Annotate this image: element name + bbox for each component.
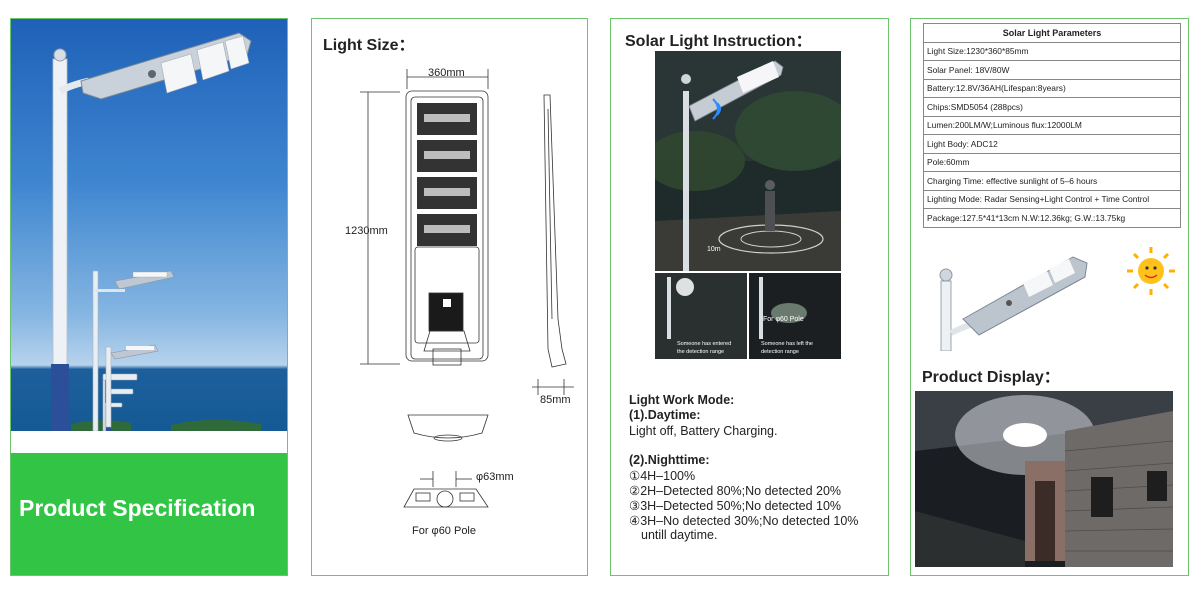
parameters-table: Solar Light Parameters Light Size:1230*3…	[923, 23, 1181, 228]
street-lights-illustration	[51, 32, 261, 432]
daytime-title: (1).Daytime:	[629, 408, 701, 422]
street-light-photo	[11, 19, 287, 432]
table-row: Package:127.5*41*13cm N.W:12.36kg; G.W.:…	[923, 208, 1181, 228]
light-size-heading: Light Size：	[323, 37, 415, 54]
table-row: Solar Panel: 18V/80W	[923, 60, 1181, 80]
sun-icon	[1127, 247, 1175, 295]
table-row: Charging Time: effective sunlight of 5–6…	[923, 171, 1181, 191]
daytime-text: Light off, Battery Charging.	[629, 424, 778, 438]
width-label: 360mm	[428, 67, 465, 79]
pole-size-label: For φ60 Pole	[412, 525, 476, 537]
table-cell: Battery:12.8V/36AH(Lifespan:8years)	[923, 78, 1181, 98]
caption-right-line1: Someone has left the	[761, 341, 813, 347]
product-display-photo	[915, 391, 1173, 567]
night-item: ①4H–100%	[629, 469, 696, 483]
distance-text: 10m	[707, 246, 721, 253]
table-row: Lumen:200LM/W;Luminous flux:12000LM	[923, 115, 1181, 135]
table-cell: Pole:60mm	[923, 152, 1181, 172]
caption-left-line1: Someone has entered	[677, 341, 731, 347]
title-banner	[11, 453, 287, 575]
table-cell: Solar Panel: 18V/80W	[923, 60, 1181, 80]
length-label: 1230mm	[345, 225, 388, 237]
table-cell: Lighting Mode: Radar Sensing+Light Contr…	[923, 189, 1181, 209]
table-cell: Light Size:1230*360*85mm	[923, 41, 1181, 61]
caption-right-line2: detection range	[761, 349, 799, 355]
table-row: Pole:60mm	[923, 152, 1181, 172]
table-row: Chips:SMD5054 (288pcs)	[923, 97, 1181, 117]
table-cell: Light Body: ADC12	[923, 134, 1181, 154]
table-row: Lighting Mode: Radar Sensing+Light Contr…	[923, 189, 1181, 209]
product-specification-title: Product Specification	[19, 495, 256, 521]
work-mode-title: Light Work Mode:	[629, 393, 735, 407]
table-header-row: Solar Light Parameters	[923, 23, 1181, 43]
product-display-heading: Product Display：	[922, 369, 1060, 386]
instruction-heading: Solar Light Instruction：	[625, 33, 812, 50]
solar-light-instruction-panel: Solar Light Instruction： 10m For φ60 Pol…	[610, 18, 889, 576]
table-title: Solar Light Parameters	[923, 23, 1181, 43]
solar-light-parameters-panel: Solar Light Parameters Light Size:1230*3…	[910, 18, 1189, 576]
depth-label: 85mm	[540, 394, 571, 406]
table-cell: Chips:SMD5054 (288pcs)	[923, 97, 1181, 117]
table-cell: Lumen:200LM/W;Luminous flux:12000LM	[923, 115, 1181, 135]
night-item: untill daytime.	[641, 528, 718, 542]
product-specification-panel: Product Specification	[10, 18, 288, 576]
table-row: Light Size:1230*360*85mm	[923, 41, 1181, 61]
sensor-diameter-label: φ63mm	[476, 471, 514, 483]
product-illustration	[939, 247, 1175, 351]
night-scene-photo: 10m For φ60 Pole Someone has entered the…	[655, 51, 841, 359]
photo-pole-text: For φ60 Pole	[763, 316, 804, 323]
night-item: ④3H–No detected 30%;No detected 10%	[629, 514, 859, 528]
nighttime-title: (2).Nighttime:	[629, 453, 710, 467]
night-item: ②2H–Detected 80%;No detected 20%	[629, 484, 842, 498]
night-item: ③3H–Detected 50%;No detected 10%	[629, 499, 842, 513]
dimension-drawing	[360, 69, 574, 508]
table-cell: Charging Time: effective sunlight of 5–6…	[923, 171, 1181, 191]
light-size-panel: Light Size：	[311, 18, 588, 576]
table-cell: Package:127.5*41*13cm N.W:12.36kg; G.W.:…	[923, 208, 1181, 228]
table-row: Battery:12.8V/36AH(Lifespan:8years)	[923, 78, 1181, 98]
caption-left-line2: the detection range	[677, 349, 724, 355]
table-row: Light Body: ADC12	[923, 134, 1181, 154]
